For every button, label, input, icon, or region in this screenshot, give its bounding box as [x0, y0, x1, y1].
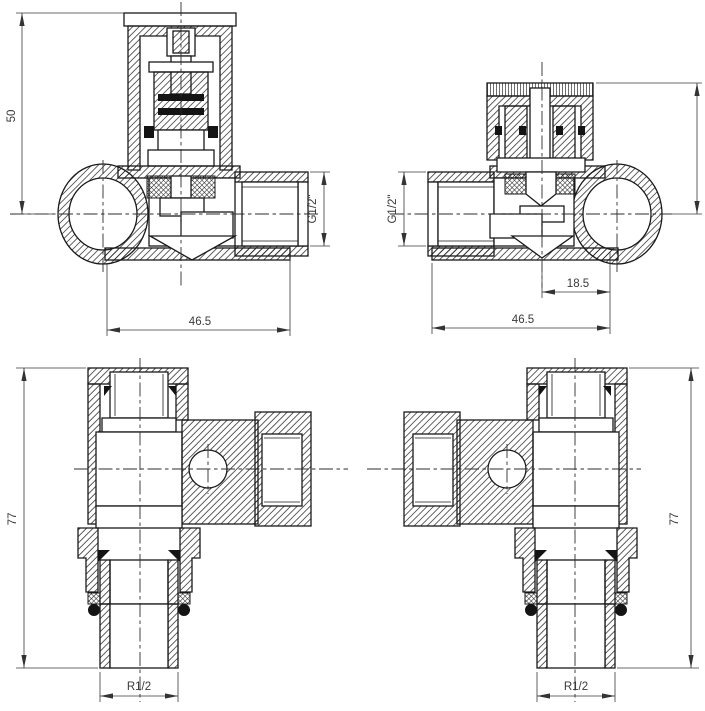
- seal-wedge: [535, 550, 547, 562]
- tailpiece-bore: [546, 559, 606, 605]
- o-ring-seal: [495, 126, 502, 135]
- valve-body: [403, 367, 628, 527]
- dim-label-outlet: G1/2": [307, 194, 319, 223]
- view-bottom-right-body-section: 77 R1/2: [367, 358, 699, 702]
- dim-label-height: 50: [6, 110, 18, 123]
- dim-label-height: 77: [7, 513, 19, 526]
- valve-head: [123, 12, 237, 171]
- cap-walls-hatch: [486, 95, 594, 161]
- centerlines: [74, 358, 348, 702]
- thread-wall-hatch: [167, 603, 179, 669]
- dim-label-width: 46.5: [512, 314, 534, 326]
- seat-step: [180, 211, 234, 239]
- knurl-bead: [524, 592, 538, 605]
- seat-cone: [510, 235, 576, 259]
- nut-cap-band: [95, 505, 183, 529]
- thread-bore: [109, 603, 169, 669]
- thread-wall-hatch: [604, 603, 616, 669]
- dimensions: 77 R1/2: [536, 367, 699, 702]
- knurl-bead: [177, 592, 191, 605]
- dim-label-outlet: G1/2": [387, 194, 399, 223]
- o-ring-seal: [578, 126, 585, 135]
- seal-wedge: [605, 550, 617, 562]
- thread-wall-hatch: [536, 603, 548, 669]
- outlet-bore: [412, 433, 454, 507]
- seal-wedge: [603, 386, 611, 396]
- tailpiece-bore: [109, 559, 169, 605]
- centerlines: [390, 62, 672, 288]
- knurl-bead: [614, 592, 628, 605]
- thread-wall-hatch: [99, 603, 111, 669]
- top-port-bore: [546, 371, 606, 419]
- dim-label-offset: 18.5: [567, 278, 589, 290]
- valve-cap: [486, 82, 594, 163]
- seal-wedge: [539, 386, 547, 396]
- dim-label-thread: R1/2: [564, 681, 588, 693]
- union-nut-hatch: [179, 527, 201, 593]
- o-ring-seal: [208, 126, 218, 138]
- view-bottom-left-body-section: 77 R1/2: [7, 358, 348, 702]
- knurl-bead: [87, 592, 101, 605]
- o-ring-seal: [519, 126, 526, 135]
- insert-band: [101, 417, 177, 433]
- seal-wedge: [104, 386, 112, 396]
- tail-union: [514, 505, 638, 669]
- dim-label-thread: R1/2: [127, 681, 151, 693]
- body-bottom-wall: [431, 247, 619, 261]
- seal-band: [158, 94, 204, 101]
- seat-step: [489, 213, 543, 239]
- dim-label-width: 46.5: [189, 316, 211, 328]
- seal-wedge: [98, 550, 110, 562]
- outlet-top-wall: [234, 171, 309, 183]
- cap-stem-slot: [529, 87, 551, 163]
- o-ring-seal: [88, 604, 100, 616]
- dimensions: G1/2" 18.5 46.5: [387, 82, 702, 334]
- o-ring-seal: [144, 126, 154, 138]
- tail-wall-hatch: [167, 559, 179, 605]
- dimensions: 50 G1/2" 46.5: [6, 12, 330, 336]
- top-port-bore: [109, 371, 169, 419]
- outlet-top-wall: [427, 171, 495, 183]
- tail-union: [77, 505, 201, 669]
- side-wall-hatch: [175, 383, 189, 421]
- view-top-right-valve-section: G1/2" 18.5 46.5: [387, 62, 702, 334]
- nut-cap-band: [532, 505, 620, 529]
- insert-band: [538, 417, 614, 433]
- insert-flange: [496, 157, 586, 173]
- seal-wedge: [168, 386, 176, 396]
- side-wall-hatch: [526, 383, 540, 421]
- union-nut-hatch: [77, 527, 99, 593]
- valve-body: [87, 367, 312, 527]
- o-ring-seal: [178, 604, 190, 616]
- dim-label-height: 77: [669, 513, 681, 526]
- centerlines: [367, 358, 641, 702]
- head-top-plate: [123, 12, 237, 27]
- o-ring-seal: [615, 604, 627, 616]
- o-ring-seal: [556, 126, 563, 135]
- o-ring-seal: [525, 604, 537, 616]
- tail-wall-hatch: [99, 559, 111, 605]
- dimensions: 77 R1/2: [7, 367, 179, 702]
- centerlines: [10, 2, 318, 288]
- tail-wall-hatch: [604, 559, 616, 605]
- seal-wedge: [168, 550, 180, 562]
- outlet-bore: [261, 433, 303, 507]
- seat-cone: [147, 235, 238, 261]
- valve-body: [427, 157, 663, 265]
- spindle-cone: [525, 171, 557, 207]
- view-top-left-valve-section: 50 G1/2" 46.5: [6, 2, 330, 336]
- thread-bore: [546, 603, 606, 669]
- union-nut-hatch: [616, 527, 638, 593]
- tail-wall-hatch: [536, 559, 548, 605]
- union-nut-hatch: [514, 527, 536, 593]
